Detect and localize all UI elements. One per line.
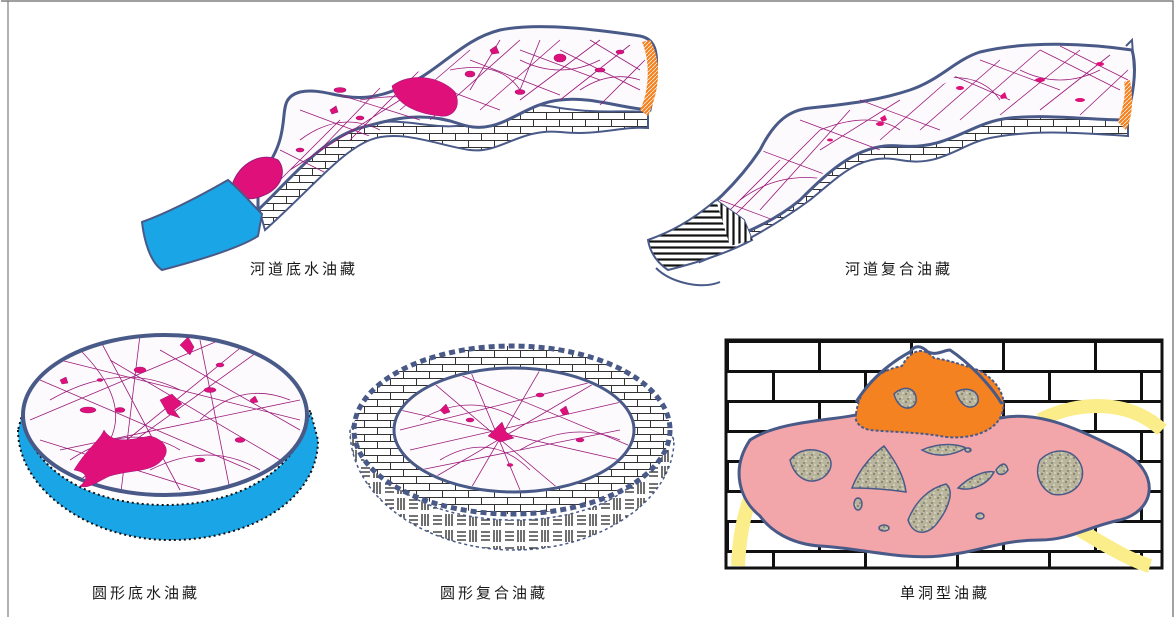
breccia-clast xyxy=(1038,451,1083,495)
channel-bottom-water-reservoir: 河道底水油藏 xyxy=(142,27,658,278)
caption-single-cave: 单洞型油藏 xyxy=(900,584,990,602)
channel-composite-reservoir: 河道复合油藏 xyxy=(648,40,1134,285)
caption-circular-bottom-water: 圆形底水油藏 xyxy=(92,584,200,602)
caption-channel-composite: 河道复合油藏 xyxy=(845,260,953,278)
channel-tip-lower xyxy=(656,268,720,285)
circular-composite-reservoir: 圆形复合油藏 xyxy=(350,346,674,602)
disc-top xyxy=(23,335,307,495)
disc-core xyxy=(394,368,634,492)
single-cave-reservoir: 单洞型油藏 xyxy=(726,340,1162,602)
breccia-clast xyxy=(976,513,984,519)
circular-bottom-water-reservoir: 圆形底水油藏 xyxy=(18,335,318,602)
breccia-clast xyxy=(879,525,889,531)
caption-circular-composite: 圆形复合油藏 xyxy=(440,584,548,602)
caption-channel-bottom-water: 河道底水油藏 xyxy=(250,260,358,278)
breccia-clast xyxy=(965,448,971,452)
breccia-clast xyxy=(854,498,862,510)
